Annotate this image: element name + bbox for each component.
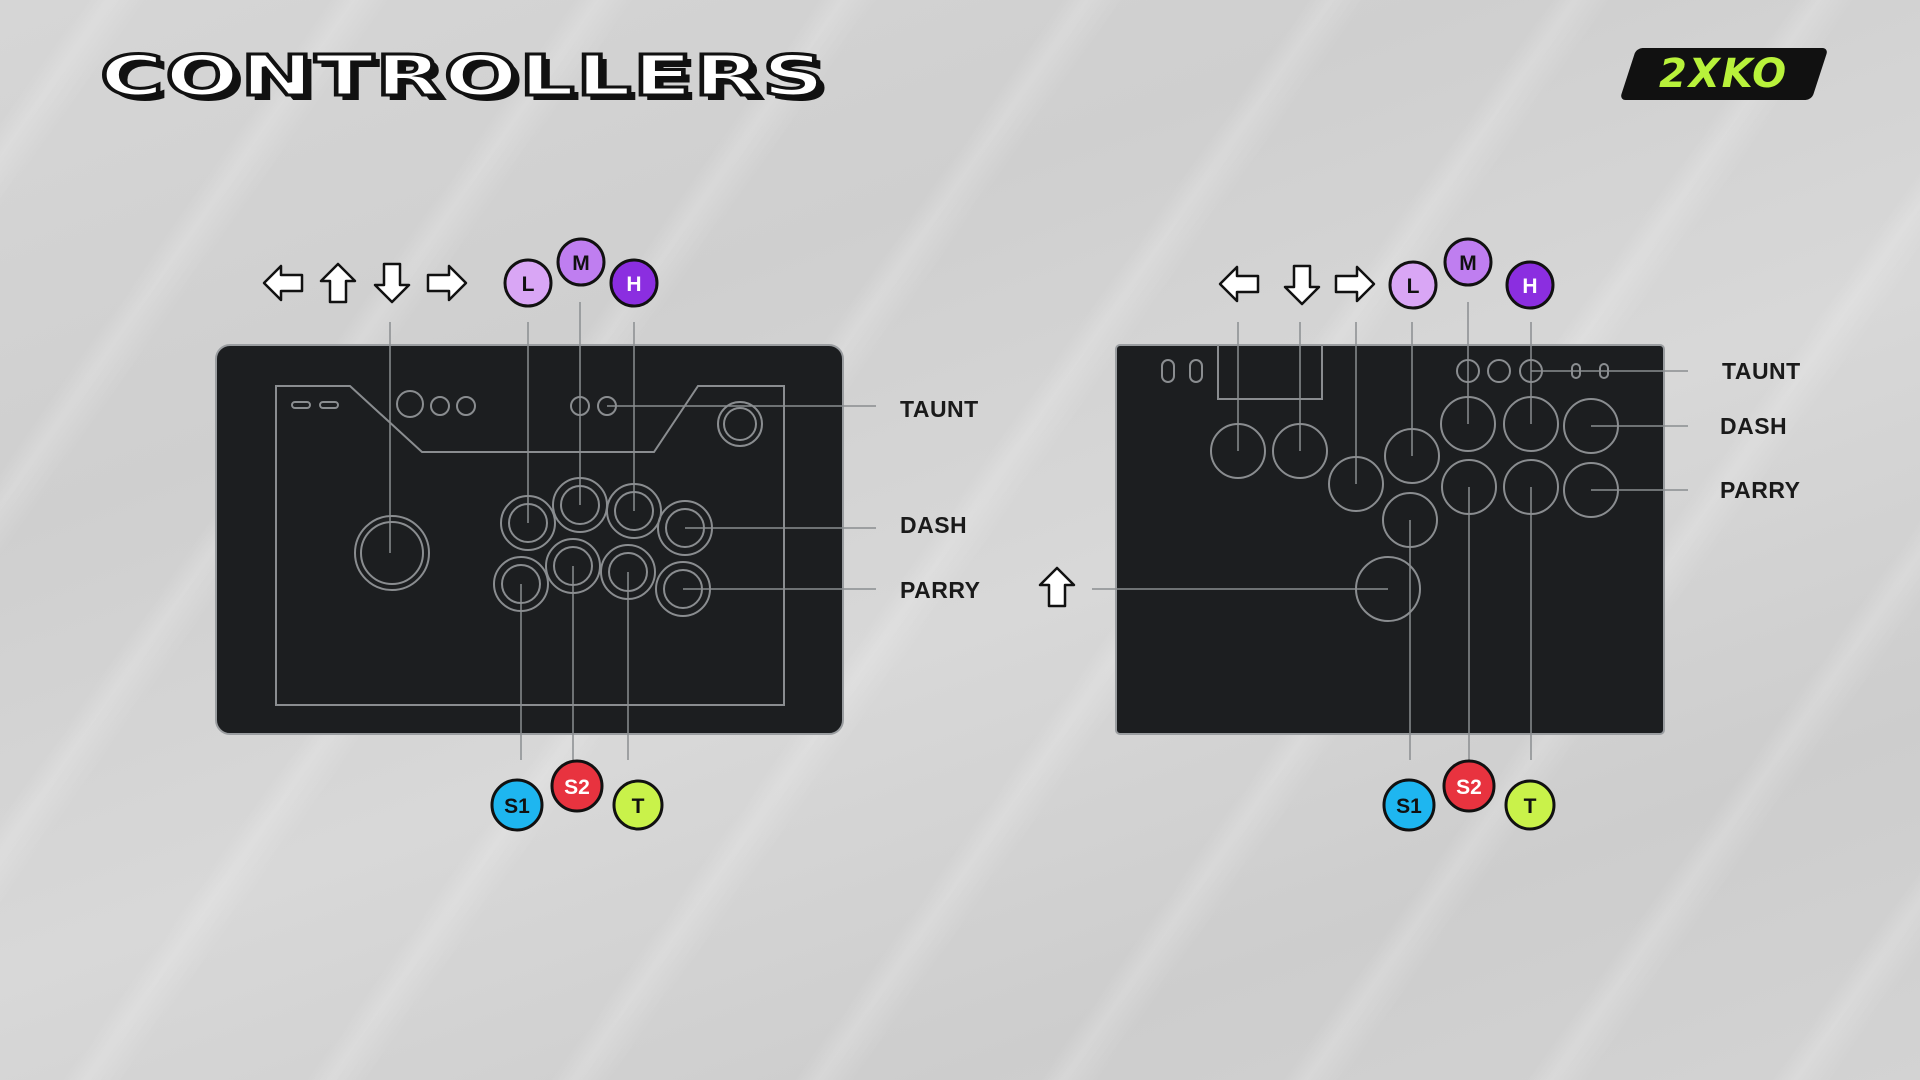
left-corner-button: [717, 401, 763, 447]
left-inner-panel: [275, 385, 785, 706]
button-label: S2: [1456, 776, 1482, 799]
label-parry: PARRY: [900, 577, 980, 603]
right-button-T: T: [1504, 779, 1556, 831]
arrow-up-icon: [319, 262, 357, 304]
left-button-S1: S1: [490, 778, 544, 832]
arrow-down-icon: [373, 262, 411, 304]
label-parry: PARRY: [1720, 477, 1800, 503]
left-controller-body: [215, 344, 844, 735]
arrow-left-icon: [1218, 265, 1260, 303]
button-label: T: [632, 795, 645, 818]
left-button-H: H: [609, 258, 659, 308]
left-corner-button-inner: [723, 407, 757, 441]
button-label: H: [1522, 275, 1537, 298]
right-button-M: M: [1443, 237, 1493, 287]
page-title: CONTROLLERS: [98, 43, 827, 111]
left-joystick-inner: [360, 521, 424, 585]
label-dash: DASH: [1720, 413, 1787, 439]
button-label: S1: [504, 795, 530, 818]
button-label: M: [1459, 252, 1477, 275]
left-small-button: [291, 401, 311, 409]
button-label: S2: [564, 776, 590, 799]
right-touchpad: [1217, 345, 1323, 400]
left-button-S2: S2: [550, 759, 604, 813]
right-top-button: [1487, 359, 1511, 383]
arrow-right-icon: [426, 264, 468, 302]
button-label: H: [626, 273, 641, 296]
arrow-right-icon: [1334, 265, 1376, 303]
right-controller: L M H S1 S2 T TAUNT DASH PARRY: [1038, 237, 1801, 832]
right-button-L: L: [1388, 260, 1438, 310]
arrow-left-icon: [262, 264, 304, 302]
right-button-H: H: [1505, 260, 1555, 310]
right-small-button: [1161, 359, 1175, 383]
right-button-S1: S1: [1382, 778, 1436, 832]
left-joystick: [354, 515, 430, 591]
left-button-M: M: [556, 237, 606, 287]
right-small-button: [1189, 359, 1203, 383]
left-controller: L M H S1 S2 T TAUNT DASH PARRY: [215, 237, 980, 832]
button-label: M: [572, 252, 590, 275]
left-top-button: [396, 390, 424, 418]
left-button-T: T: [612, 779, 664, 831]
arrow-up-icon: [1038, 566, 1076, 608]
label-taunt: TAUNT: [900, 396, 979, 422]
right-button-S2: S2: [1442, 759, 1496, 813]
arrow-down-icon: [1283, 264, 1321, 306]
button-label: L: [1407, 275, 1420, 298]
left-button-L: L: [503, 258, 553, 308]
label-taunt: TAUNT: [1722, 358, 1801, 384]
button-label: S1: [1396, 795, 1422, 818]
button-label: L: [522, 273, 535, 296]
button-label: T: [1524, 795, 1537, 818]
label-dash: DASH: [900, 512, 967, 538]
left-top-button: [430, 396, 450, 416]
left-top-button: [456, 396, 476, 416]
left-small-button: [319, 401, 339, 409]
